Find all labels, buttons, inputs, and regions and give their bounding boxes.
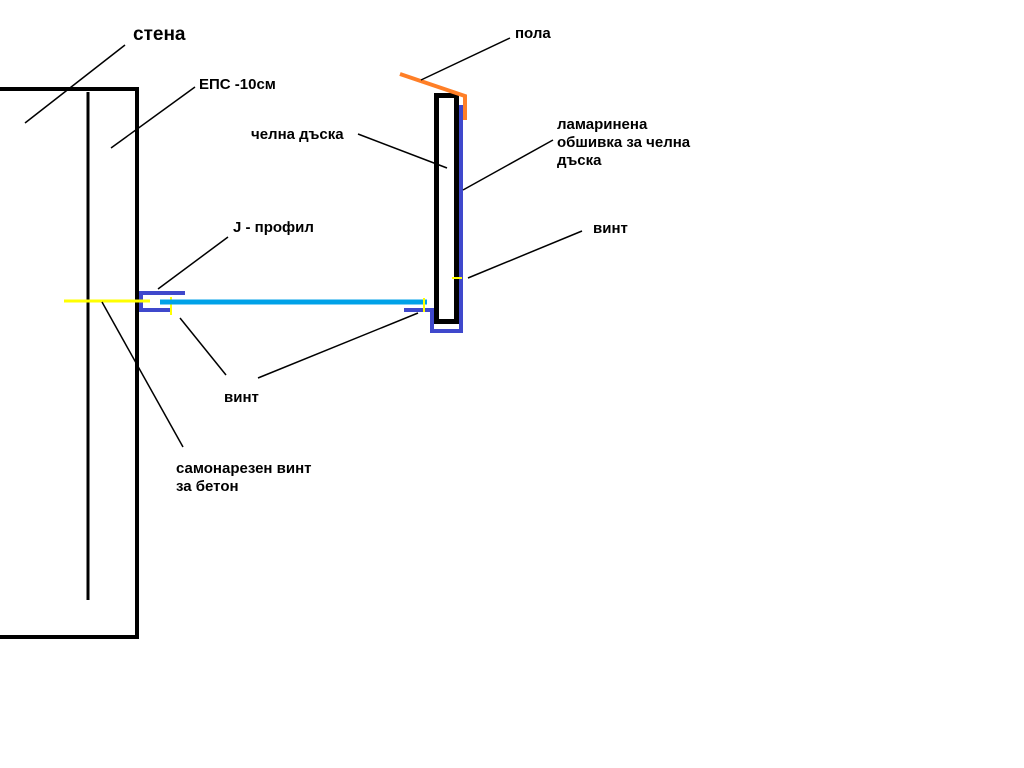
leader-j-profile bbox=[157, 236, 229, 290]
leader-fascia-board bbox=[357, 133, 448, 169]
label-concrete-screw: самонарезен винт за бетон bbox=[176, 460, 312, 496]
label-j-profile: J - профил bbox=[233, 219, 314, 236]
label-fascia-cladding-line-2: обшивка за челна bbox=[557, 134, 691, 151]
leader-eps bbox=[110, 86, 196, 149]
leader-lines bbox=[24, 37, 583, 448]
label-concrete-screw-line-2: за бетон bbox=[176, 478, 239, 495]
label-fascia-cladding-line-3: дъска bbox=[557, 152, 602, 169]
wall-outline bbox=[0, 87, 139, 639]
label-fascia-cladding-line-1: ламаринена bbox=[557, 116, 648, 133]
leader-screw-bottom-left bbox=[179, 317, 227, 376]
drip-edge bbox=[399, 72, 467, 120]
label-eps: ЕПС -10см bbox=[199, 76, 276, 93]
leader-concrete-screw bbox=[101, 301, 184, 448]
fascia-cladding bbox=[404, 105, 463, 333]
label-fascia-board: челна дъска bbox=[251, 126, 344, 143]
label-fascia-cladding: ламаринена обшивка за челна дъска bbox=[557, 116, 690, 170]
label-drip-edge: пола bbox=[515, 25, 551, 42]
leader-wall bbox=[24, 44, 126, 124]
label-screw-bottom: винт bbox=[224, 389, 259, 406]
leader-screw-bottom-right bbox=[257, 312, 419, 379]
leader-fascia-cladding bbox=[462, 139, 554, 191]
label-wall: стена bbox=[133, 24, 186, 45]
label-concrete-screw-line-1: самонарезен винт bbox=[176, 460, 312, 477]
wall-block bbox=[0, 87, 139, 639]
label-screw-right: винт bbox=[593, 220, 628, 237]
leader-drip-edge bbox=[420, 37, 511, 81]
fascia-board bbox=[434, 93, 459, 324]
leader-screw-right bbox=[467, 230, 583, 279]
